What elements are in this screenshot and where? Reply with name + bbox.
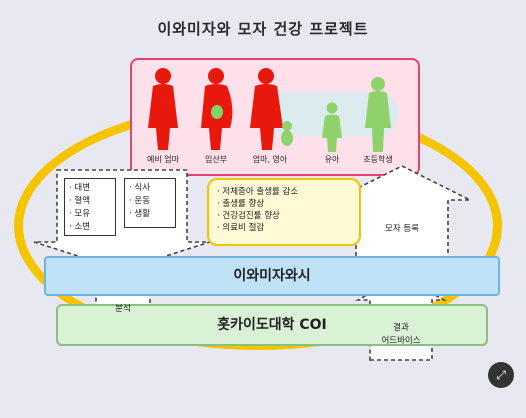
expected-effects-box: · 저체중아 출생률 감소 · 출생률 향상 · 건강검진률 향상 · 의료비 … <box>207 178 361 246</box>
effect-item: · 건강검진률 향상 <box>217 211 280 221</box>
sample-item: · 모유 <box>69 209 91 219</box>
lifestyle-item: · 식사 <box>129 183 151 193</box>
lifestyle-item: · 운동 <box>129 196 151 206</box>
page-title: 이와미자와 모자 건강 프로젝트 <box>157 20 369 38</box>
toddler-figure <box>322 102 342 152</box>
sample-item: · 대변 <box>69 183 91 193</box>
hokkaido-univ-coi-bar: 홋카이도대학 COI <box>56 304 488 346</box>
pre-mom-figure <box>148 68 178 150</box>
result-advice-label: 결과 어드바이스 <box>381 323 421 346</box>
lifestyle-item: · 생활 <box>129 209 151 219</box>
pregnant-figure <box>201 68 233 150</box>
analysis-label: 분석 <box>115 304 131 314</box>
label-schoolchild: 초등학생 <box>363 155 393 164</box>
sample-item: · 소변 <box>69 222 91 232</box>
effect-item: · 저체중아 출생률 감소 <box>217 187 299 197</box>
lifestyle-list-box: · 식사 · 운동 · 생활 <box>124 178 176 228</box>
effect-item: · 의료비 절감 <box>217 223 265 233</box>
label-toddler: 유아 <box>324 155 340 164</box>
schoolchild-figure <box>365 77 391 152</box>
label-mom-baby: 엄마, 영아 <box>252 155 288 164</box>
mom-baby-figure <box>250 68 293 150</box>
label-pre-mom: 예비 엄마 <box>147 155 179 164</box>
sample-list-box: · 대변 · 혈액 · 모유 · 소변 <box>64 178 116 236</box>
label-pregnant: 임산부 <box>204 155 228 164</box>
mother-child-registration-label: 모자 등록 <box>385 224 419 234</box>
expand-icon[interactable]: ⤢ <box>488 362 514 388</box>
effect-item: · 출생률 향상 <box>217 199 265 209</box>
sample-item: · 혈액 <box>69 196 91 206</box>
left-big-down-arrow <box>33 169 211 271</box>
iwamizawa-city-bar: 이와미자와시 <box>44 256 500 296</box>
